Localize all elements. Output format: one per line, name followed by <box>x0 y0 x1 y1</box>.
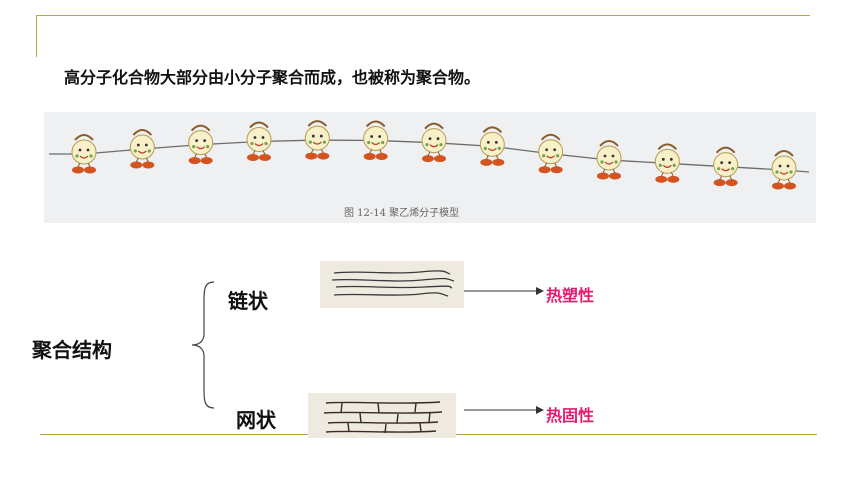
molecule-figure <box>713 146 739 187</box>
molecule-figure <box>71 134 97 174</box>
molecule-figure <box>304 120 330 160</box>
chain-structure-diagram <box>320 261 464 308</box>
kind-chain-label: 链状 <box>228 289 268 313</box>
molecule-figure <box>129 128 155 169</box>
kind-network-label: 网状 <box>236 408 276 432</box>
curly-brace-icon <box>191 281 215 409</box>
figure-caption: 图 12-14 聚乙烯分子模型 <box>344 208 460 219</box>
property-thermoplastic: 热塑性 <box>546 286 595 305</box>
network-structure-diagram <box>308 393 456 438</box>
intro-text: 高分子化合物大部分由小分子聚合而成，也被称为聚合物。 <box>64 68 481 87</box>
molecule-figure <box>421 122 447 163</box>
molecule-figure <box>479 126 505 166</box>
arrow-right-icon <box>464 406 544 414</box>
molecule-figure <box>654 143 680 183</box>
molecule-chain-illustration <box>49 120 810 190</box>
property-thermoset: 热固性 <box>546 406 595 425</box>
polyethylene-model-figure: 图 12-14 聚乙烯分子模型 <box>44 112 816 223</box>
molecule-figure <box>188 124 214 165</box>
molecule-figure <box>363 120 389 160</box>
structure-label: 聚合结构 <box>32 338 112 362</box>
frame-top-line <box>36 15 810 16</box>
arrow-right-icon <box>464 287 544 295</box>
molecule-figure <box>596 140 622 180</box>
molecule-figure <box>538 133 564 174</box>
molecule-figure <box>246 121 272 162</box>
frame-left-line <box>36 15 37 57</box>
network-lines-illustration <box>323 401 443 434</box>
chain-lines-illustration <box>331 270 455 297</box>
molecule-figure <box>771 150 797 190</box>
